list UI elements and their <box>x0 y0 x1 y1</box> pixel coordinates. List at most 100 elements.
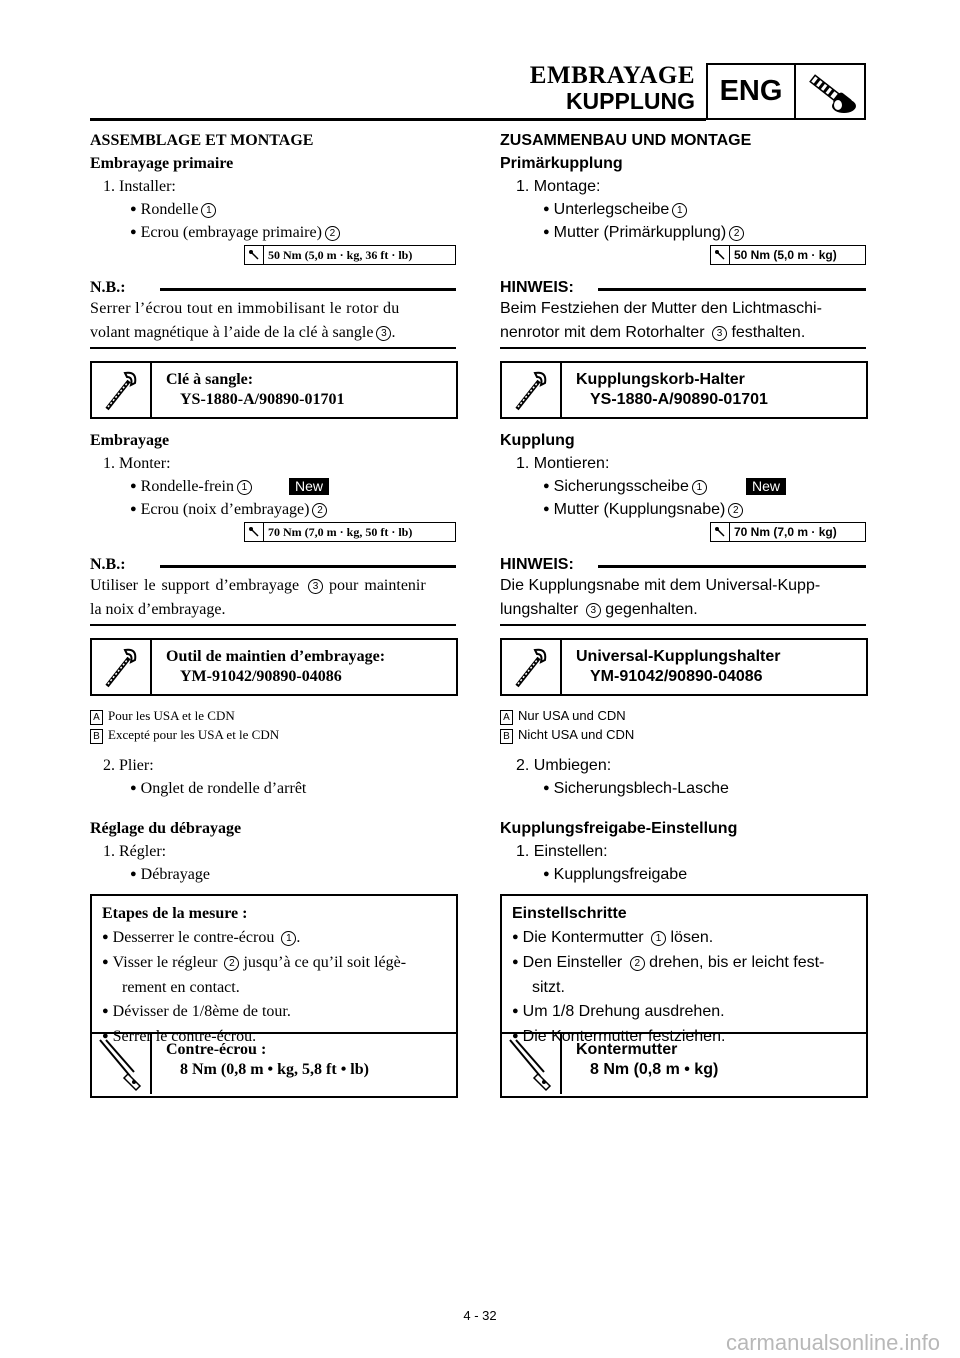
fr-s3-step1: 1. Régler: <box>103 843 167 860</box>
fr-section-title: ASSEMBLAGE ET MONTAGE <box>90 132 314 149</box>
engine-badge-label: ENG <box>708 65 796 118</box>
fr-s1-item2: Ecrou (embrayage primaire)2 <box>130 224 340 242</box>
fr-spec-title: Contre-écrou : <box>166 1041 267 1058</box>
special-tool-icon <box>92 640 152 694</box>
de-nb2-end-rule <box>500 624 866 626</box>
fr-nb2-label: N.B.: <box>90 556 126 573</box>
fr-nb2-end-rule <box>90 624 456 626</box>
fr-s2-torque: 70 Nm (7,0 m · kg, 50 ft · lb) <box>244 522 456 542</box>
fr-s2-step2: 2. Plier: <box>103 757 154 774</box>
fr-nb1-rule <box>160 288 456 291</box>
fr-s3-title: Réglage du débrayage <box>90 820 242 837</box>
de-tool2-code: YM-91042/90890-04086 <box>590 668 763 685</box>
de-nb2-text-a: Die Kupplungsnabe mit dem Universal-Kupp… <box>500 577 821 594</box>
fr-s1-torque: 50 Nm (5,0 m · kg, 36 ft · lb) <box>244 245 456 265</box>
fr-s1-step1: 1. Installer: <box>103 178 176 195</box>
callout-1: 1 <box>201 203 217 218</box>
de-tool1-code: YS-1880-A/90890-01701 <box>590 391 768 408</box>
torque-wrench-icon <box>92 1034 152 1094</box>
de-nb2-label: HINWEIS: <box>500 556 574 573</box>
de-steps-line1: Die Kontermutter 1 lösen. <box>512 926 856 951</box>
fr-s2-title: Embrayage <box>90 432 170 449</box>
fr-spec-value: 8 Nm (0,8 m • kg, 5,8 ft • lb) <box>180 1061 369 1078</box>
fr-s2-item2: Ecrou (noix d’embrayage)2 <box>130 501 328 519</box>
de-steps-line4: Die Kontermutter festziehen. <box>512 1025 856 1050</box>
de-steps-line2c: sitzt. <box>532 979 565 996</box>
de-tool2-title: Universal-Kupplungshalter <box>576 648 781 665</box>
fr-steps-line4: Serrer le contre-écrou. <box>102 1025 446 1050</box>
fr-tool1-title: Clé à sangle: <box>166 371 254 388</box>
fr-nb1-text-a: Serrer l’écrou tout en immobilisant le r… <box>90 300 400 317</box>
callout-2: 2 <box>324 226 340 241</box>
torque-wrench-icon <box>245 246 264 264</box>
fr-nb2-rule <box>160 565 456 568</box>
header-rule <box>90 118 706 121</box>
torque-wrench-icon <box>711 246 730 264</box>
de-s3-step1: 1. Einstellen: <box>516 843 608 860</box>
de-s3-title: Kupplungsfreigabe-Einstellung <box>500 820 738 837</box>
fr-s1-title: Embrayage primaire <box>90 155 234 172</box>
de-steps-title: Einstellschritte <box>512 905 627 922</box>
de-s1-item2: Mutter (Primärkupplung)2 <box>543 224 745 242</box>
de-s2-step2: 2. Umbiegen: <box>516 757 612 774</box>
de-s1-title: Primärkupplung <box>500 155 623 172</box>
fr-tool2-code: YM-91042/90890-04086 <box>180 668 342 685</box>
de-spec-value: 8 Nm (0,8 m • kg) <box>590 1061 719 1078</box>
de-tool1-box: Kupplungskorb-Halter YS-1880-A/90890-017… <box>500 361 868 419</box>
new-part-badge: New <box>746 478 787 495</box>
fr-tool2-box: Outil de maintien d’embrayage: YM-91042/… <box>90 638 458 696</box>
fr-tool1-box: Clé à sangle: YS-1880-A/90890-01701 <box>90 361 458 419</box>
fr-s3-item1: Débrayage <box>130 866 210 884</box>
header-title-de: KUPPLUNG <box>565 88 695 114</box>
fr-steps-title: Etapes de la mesure : <box>102 905 248 922</box>
de-nb1-text-b: nenrotor mit dem Rotorhalter 3 festhalte… <box>500 324 806 341</box>
fr-nb1-text-b: volant magnétique à l’aide de la clé à s… <box>90 324 396 341</box>
de-s1-torque: 50 Nm (5,0 m · kg) <box>710 245 866 265</box>
de-steps-line3: Um 1/8 Drehung ausdrehen. <box>512 1000 856 1025</box>
fr-nb2-text-a: Utiliser le support d’embrayage 3 pour m… <box>90 577 426 594</box>
de-s2-step2-item: Sicherungsblech-Lasche <box>543 780 729 798</box>
header-title-fr: EMBRAYAGE <box>529 62 695 89</box>
de-s2-step1: 1. Montieren: <box>516 455 610 472</box>
de-s2-torque: 70 Nm (7,0 m · kg) <box>710 522 866 542</box>
de-tool1-title: Kupplungskorb-Halter <box>576 371 745 388</box>
engine-badge: ENG <box>706 63 866 120</box>
de-s1-step1: 1. Montage: <box>516 178 601 195</box>
fr-steps-line2: Visser le régleur 2 jusqu’à ce qu’il soi… <box>102 951 446 976</box>
fr-steps-line1: Desserrer le contre-écrou 1. <box>102 926 446 951</box>
page-number: 4 - 32 <box>463 1308 497 1323</box>
fr-nb1-end-rule <box>90 347 456 349</box>
fr-tool2-title: Outil de maintien d’embrayage: <box>166 648 386 665</box>
fr-s2-step2-item: Onglet de rondelle d’arrêt <box>130 780 307 798</box>
de-nb1-text-a: Beim Festziehen der Mutter den Lichtmasc… <box>500 300 822 317</box>
special-tool-icon <box>502 640 562 694</box>
de-section-title: ZUSAMMENBAU UND MONTAGE <box>500 132 752 149</box>
de-nb1-label: HINWEIS: <box>500 279 574 296</box>
de-s3-item1: Kupplungsfreigabe <box>543 866 687 884</box>
de-s2-title: Kupplung <box>500 432 575 449</box>
de-nb2-text-b: lungshalter 3 gegenhalten. <box>500 601 698 618</box>
torque-wrench-icon <box>245 523 264 541</box>
fr-s2-step1: 1. Monter: <box>103 455 171 472</box>
fr-nb2-text-b: la noix d’embrayage. <box>90 601 226 618</box>
fr-steps-box: Etapes de la mesure : Desserrer le contr… <box>90 894 458 1098</box>
de-spec-title: Kontermutter <box>576 1041 678 1058</box>
fr-steps-line3: Dévisser de 1/8ème de tour. <box>102 1000 446 1025</box>
torque-wrench-icon <box>711 523 730 541</box>
engine-wrench-icon <box>796 65 864 118</box>
de-nb1-rule <box>598 288 866 291</box>
fr-tool1-code: YS-1880-A/90890-01701 <box>180 391 345 408</box>
fr-steps-line2c: rement en contact. <box>122 979 240 996</box>
watermark: carmanualsonline.info <box>725 1330 940 1355</box>
torque-wrench-icon <box>502 1034 562 1094</box>
de-s2-item2: Mutter (Kupplungsnabe)2 <box>543 501 744 519</box>
de-steps-line2: Den Einsteller 2 drehen, bis er leicht f… <box>512 951 856 976</box>
de-tool2-box: Universal-Kupplungshalter YM-91042/90890… <box>500 638 868 696</box>
